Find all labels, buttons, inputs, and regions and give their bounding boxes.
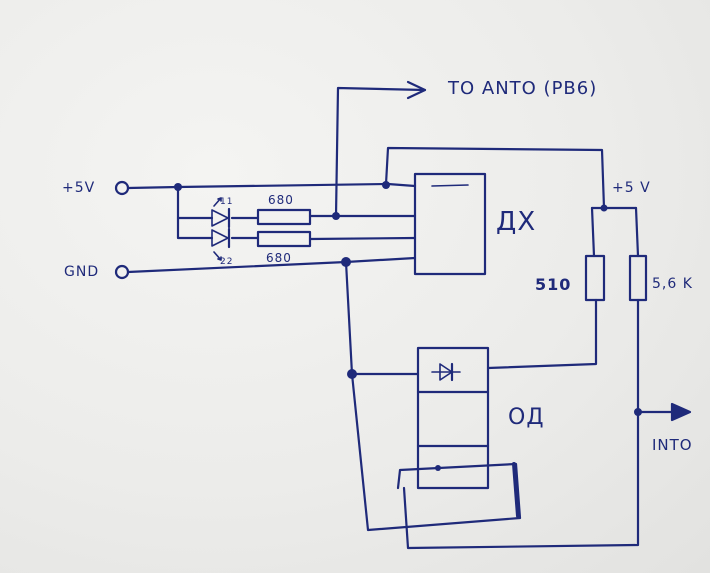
label-r4-value: 5,6 K	[652, 276, 693, 292]
ir-emitter-mark	[431, 184, 469, 187]
wire-r4-top	[634, 206, 640, 258]
wire-r3-top	[590, 206, 596, 258]
wire-vcc-rail	[126, 182, 417, 190]
arrow-to-int0	[406, 80, 427, 100]
wire-gnd-bottom	[350, 372, 522, 532]
resistor-r1	[256, 208, 312, 226]
label-vcc-left: +5V	[62, 180, 95, 196]
wire-dx-top	[384, 146, 606, 210]
led-2	[211, 227, 231, 261]
resistor-r4	[628, 254, 648, 302]
wire-gnd-bold	[512, 462, 520, 518]
resistor-r3	[584, 254, 606, 302]
wires	[126, 80, 674, 550]
wire-r2-dx	[308, 236, 417, 241]
label-optocoupler: ОД	[508, 405, 545, 430]
label-led-mark2: 22	[220, 257, 233, 267]
label-to-int0: TO ANTO (PB6)	[447, 78, 597, 99]
wire-r3-od	[486, 298, 598, 370]
junction-dots	[174, 181, 642, 471]
arrow-int0-out	[670, 402, 692, 422]
wire-led-branch	[176, 185, 214, 240]
wire-to-int0	[334, 86, 427, 218]
label-r1-value: 680	[268, 193, 294, 207]
resistor-r2	[256, 230, 312, 248]
label-r2-value: 680	[266, 251, 292, 265]
label-int0-out: INTO	[652, 436, 693, 454]
label-r3-value: 510	[535, 275, 571, 294]
label-ir-emitter: ДХ	[496, 207, 536, 237]
optocoupler-block	[416, 346, 490, 490]
led-1	[211, 197, 231, 229]
label-gnd-left: GND	[64, 264, 99, 280]
wire-gnd-od	[344, 260, 420, 376]
terminal-gnd	[114, 264, 130, 280]
label-led-mark1: 11	[220, 197, 233, 207]
ir-emitter-block	[413, 172, 487, 276]
terminal-vcc	[114, 180, 130, 196]
label-vcc-right: +5 V	[612, 180, 651, 196]
